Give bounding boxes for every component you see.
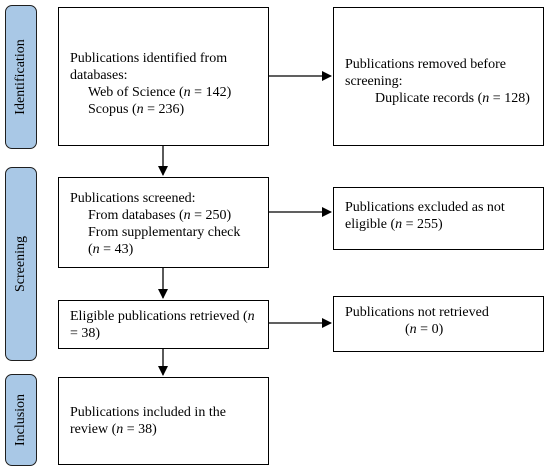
eligible-label: Eligible publications retrieved (	[70, 309, 248, 324]
identified-wos-value: = 142)	[190, 85, 232, 100]
not-retrieved-count: (n = 0)	[345, 321, 543, 338]
screened-supp-open: (	[88, 242, 93, 257]
screened-supp-value: = 43)	[99, 242, 134, 257]
screened-db-n: n	[183, 208, 191, 223]
removed-dup-value: = 128)	[489, 91, 530, 106]
identified-scopus-n: n	[136, 102, 144, 117]
excluded-n: n	[395, 217, 403, 232]
excluded-line1: Publications excluded as not	[345, 200, 505, 215]
box-eligible-retrieved: Eligible publications retrieved (n = 38)	[58, 300, 269, 349]
stage-label-screening-text: Screening	[13, 236, 28, 292]
identified-scopus: Scopus (n = 236)	[70, 101, 268, 118]
excluded-line2-label: eligible (	[345, 217, 396, 232]
box-publications-screened: Publications screened: From databases (n…	[58, 177, 269, 268]
excluded-line2: eligible (n = 255)	[345, 216, 543, 233]
screened-db-label: From databases (	[88, 208, 184, 223]
stage-label-identification-text: Identification	[13, 39, 28, 115]
stage-label-inclusion-text: Inclusion	[13, 393, 28, 447]
removed-line2: screening:	[345, 74, 403, 89]
not-retrieved-line1: Publications not retrieved	[345, 305, 489, 320]
identified-wos-label: Web of Science (	[88, 85, 184, 100]
removed-duplicates: Duplicate records (n = 128)	[345, 90, 543, 107]
screened-line1: Publications screened:	[70, 191, 196, 206]
box-publications-excluded: Publications excluded as not eligible (n…	[333, 187, 544, 250]
screened-db-value: = 250)	[190, 208, 232, 223]
eligible-value: = 38)	[70, 326, 101, 341]
screened-supplementary-count: (n = 43)	[70, 241, 268, 258]
not-retrieved-n: n	[409, 322, 417, 337]
box-publications-included: Publications included in the review (n =…	[58, 377, 269, 465]
identified-scopus-value: = 236)	[143, 102, 185, 117]
box-publications-identified: Publications identified from databases: …	[58, 7, 269, 146]
stage-label-identification: Identification	[5, 5, 37, 149]
identified-wos: Web of Science (n = 142)	[70, 84, 268, 101]
included-line2-label: review (	[70, 422, 117, 437]
identified-line2: databases:	[70, 68, 128, 83]
screened-supplementary: From supplementary check	[88, 225, 241, 240]
not-retrieved-open: (	[405, 322, 410, 337]
excluded-value: = 255)	[402, 217, 443, 232]
eligible-line1: Eligible publications retrieved (n	[70, 308, 268, 325]
removed-dup-n: n	[482, 91, 490, 106]
stage-label-screening: Screening	[5, 167, 37, 361]
not-retrieved-value: = 0)	[416, 322, 444, 337]
screened-supp-n: n	[92, 242, 100, 257]
included-line2: review (n = 38)	[70, 421, 268, 438]
box-publications-not-retrieved: Publications not retrieved (n = 0)	[333, 296, 544, 352]
identified-line1: Publications identified from	[70, 51, 228, 66]
eligible-n: n	[247, 309, 255, 324]
screened-databases: From databases (n = 250)	[70, 207, 268, 224]
included-line1: Publications included in the	[70, 405, 226, 420]
identified-scopus-label: Scopus (	[88, 102, 137, 117]
box-publications-removed: Publications removed before screening: D…	[333, 7, 544, 146]
removed-dup-label: Duplicate records (	[375, 91, 483, 106]
stage-label-inclusion: Inclusion	[5, 374, 37, 466]
included-n: n	[116, 422, 124, 437]
included-value: = 38)	[123, 422, 157, 437]
identified-wos-n: n	[183, 85, 191, 100]
removed-line1: Publications removed before	[345, 57, 506, 72]
